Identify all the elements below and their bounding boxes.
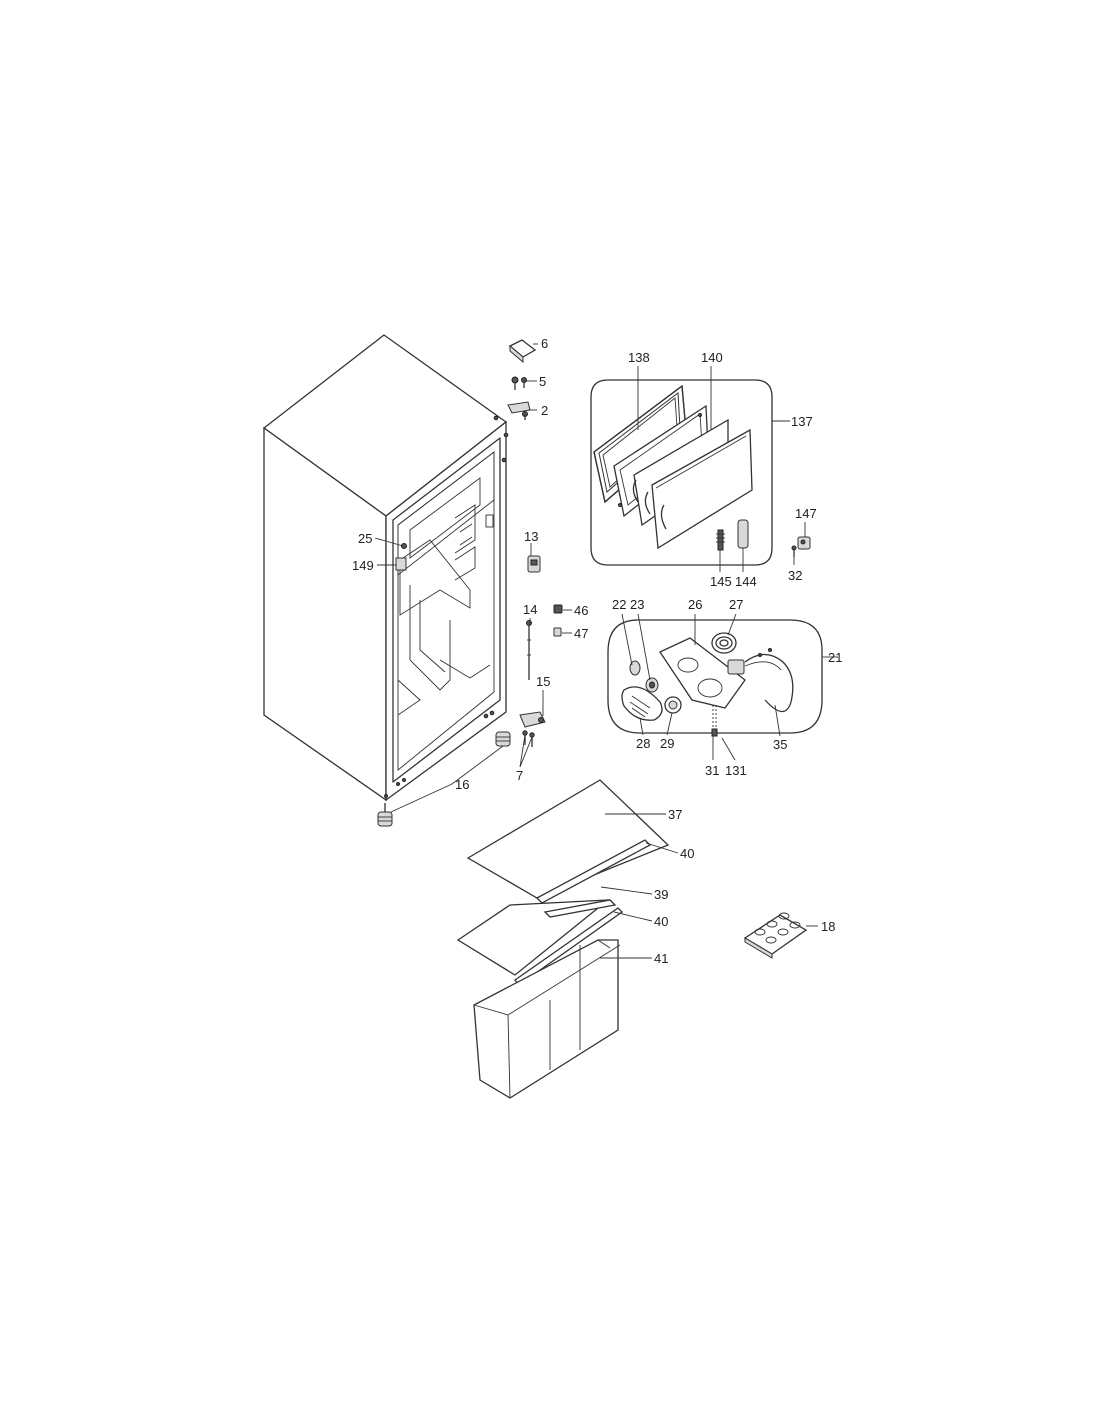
glass-shelf-37	[466, 779, 670, 899]
label-23: 23	[630, 597, 644, 612]
label-32: 32	[788, 568, 802, 583]
label-29: 29	[660, 736, 674, 751]
door-stopper-147	[797, 536, 811, 550]
hinge-cap-47	[553, 627, 562, 637]
label-2: 2	[541, 403, 548, 418]
part-labels: 6 5 2 138 140 137 13 25 149 147 32 145 1…	[352, 336, 842, 966]
label-37: 37	[668, 807, 682, 822]
label-21: 21	[828, 650, 842, 665]
label-40-lower: 40	[654, 914, 668, 929]
label-145: 145	[710, 574, 732, 589]
label-138: 138	[628, 350, 650, 365]
label-39: 39	[654, 887, 668, 902]
label-35: 35	[773, 737, 787, 752]
label-7: 7	[516, 768, 523, 783]
hinge-screw	[511, 376, 527, 390]
bottom-hinge-screws	[522, 730, 535, 747]
refrigerator-cabinet	[262, 334, 509, 802]
label-28: 28	[636, 736, 650, 751]
top-hinge	[507, 401, 531, 420]
label-137: 137	[791, 414, 813, 429]
label-41: 41	[654, 951, 668, 966]
hinge-cap-46	[553, 604, 563, 614]
label-5: 5	[539, 374, 546, 389]
middle-hinge-pin	[526, 620, 532, 680]
label-14: 14	[523, 602, 537, 617]
egg-tray-18	[743, 912, 808, 959]
leader-lines	[374, 343, 838, 959]
bottom-hinge	[519, 711, 546, 728]
label-22: 22	[612, 597, 626, 612]
lamp-switch	[527, 555, 541, 573]
label-46: 46	[574, 603, 588, 618]
label-47: 47	[574, 626, 588, 641]
screw-32	[791, 545, 797, 557]
leveling-foot-front	[377, 803, 393, 827]
label-16: 16	[455, 777, 469, 792]
label-31: 31	[705, 763, 719, 778]
top-hinge-cover	[508, 339, 537, 364]
label-27: 27	[729, 597, 743, 612]
label-26: 26	[688, 597, 702, 612]
shelf-trim-40-upper	[535, 839, 652, 904]
label-131: 131	[725, 763, 747, 778]
label-144: 144	[735, 574, 757, 589]
label-18: 18	[821, 919, 835, 934]
lamp-assembly-group	[607, 619, 823, 737]
leveling-foot-rear	[495, 731, 511, 747]
label-140: 140	[701, 350, 723, 365]
label-6: 6	[541, 336, 548, 351]
label-149: 149	[352, 558, 374, 573]
label-13: 13	[524, 529, 538, 544]
label-15: 15	[536, 674, 550, 689]
door-assembly-group	[590, 379, 773, 566]
label-40-upper: 40	[680, 846, 694, 861]
crisper-drawer-41	[473, 939, 621, 1099]
label-147: 147	[795, 506, 817, 521]
label-25: 25	[358, 531, 372, 546]
